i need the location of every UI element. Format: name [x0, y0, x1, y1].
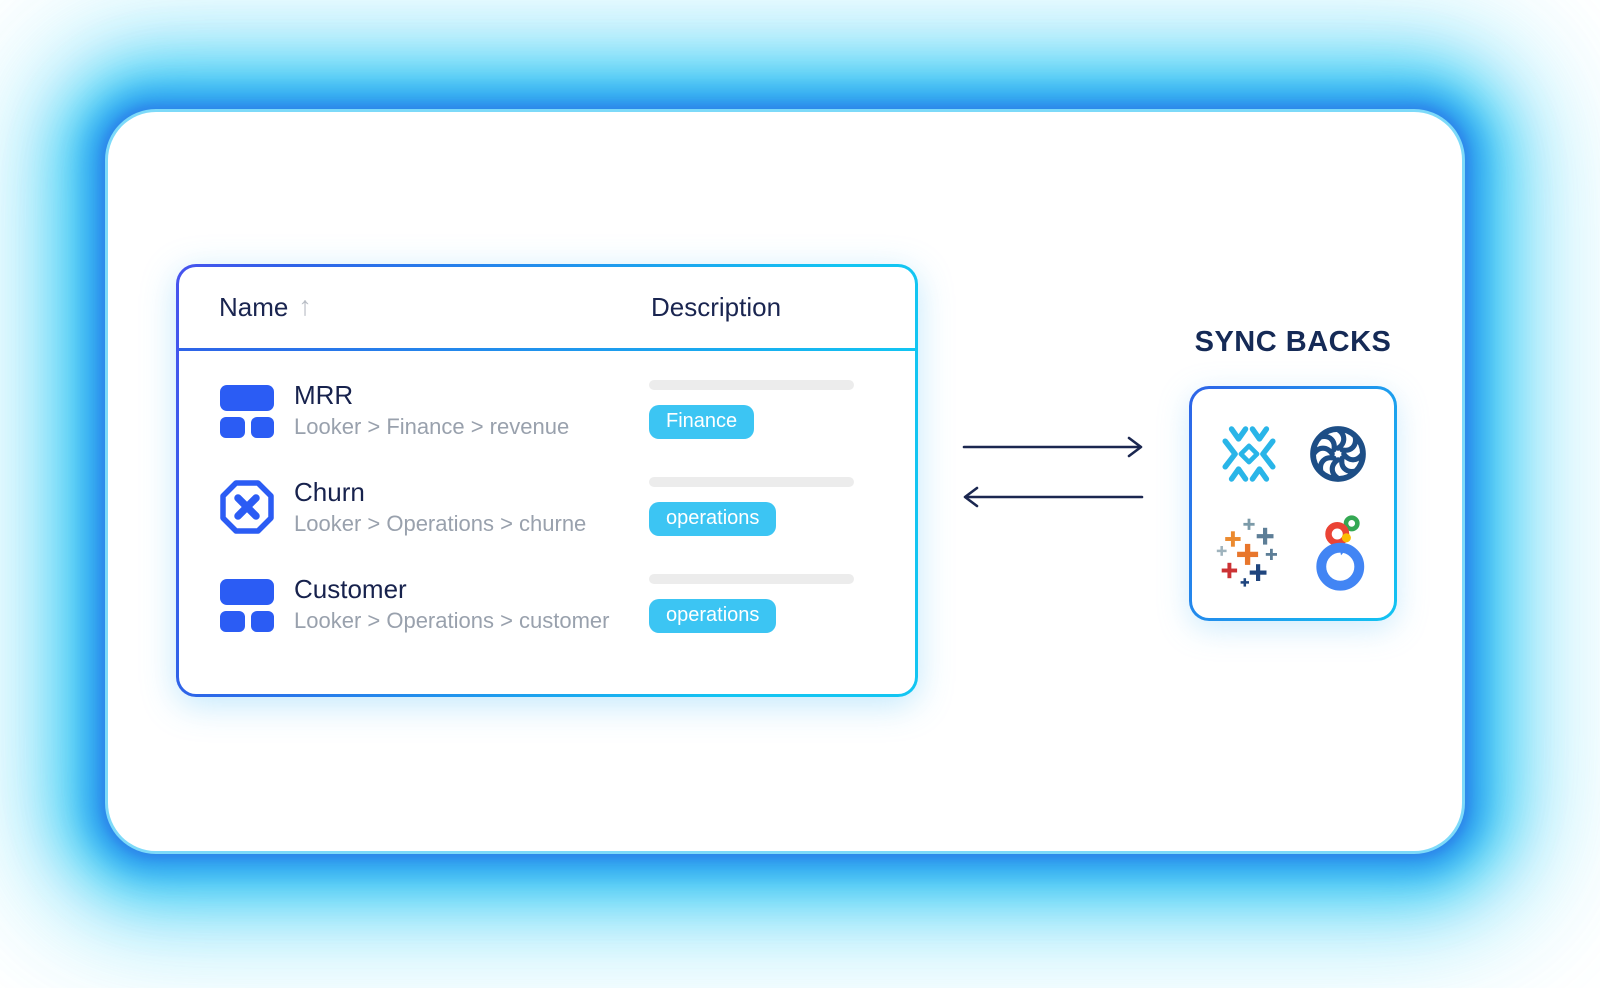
arrow-right-head: [1127, 436, 1143, 458]
description-skeleton-bar: [649, 574, 854, 584]
octagon-x-icon: [220, 479, 274, 534]
arrow-left-head: [963, 486, 979, 508]
row-texts: Churn Looker > Operations > churne: [294, 476, 586, 538]
metrics-table-inner: Name ↑ Description: [179, 267, 915, 694]
looker-logo-icon: [1315, 515, 1364, 591]
metric-title: Churn: [294, 476, 365, 507]
table-rows: MRR Looker > Finance > revenue Finance: [179, 351, 915, 652]
sync-backs-grid: [1192, 389, 1394, 618]
table-row[interactable]: MRR Looker > Finance > revenue Finance: [179, 361, 915, 458]
sort-ascending-icon[interactable]: ↑: [298, 291, 312, 321]
table-row[interactable]: Customer Looker > Operations > customer …: [179, 555, 915, 652]
row-name-cell: MRR Looker > Finance > revenue: [217, 379, 649, 441]
category-tag[interactable]: Finance: [649, 405, 755, 439]
dashboard-grid-icon: [220, 578, 274, 632]
category-tag[interactable]: operations: [649, 599, 777, 633]
metrics-table: Name ↑ Description: [176, 264, 918, 697]
column-header-name[interactable]: Name ↑: [219, 292, 651, 323]
metric-path: Looker > Operations > customer: [294, 608, 610, 634]
description-skeleton-bar: [649, 380, 854, 390]
row-texts: Customer Looker > Operations > customer: [294, 573, 610, 635]
sync-backs-title: SYNC BACKS: [1194, 326, 1392, 358]
snowflake-logo-icon: [1221, 426, 1276, 482]
main-card: Name ↑ Description: [108, 112, 1462, 851]
row-texts: MRR Looker > Finance > revenue: [294, 379, 569, 441]
metric-title: MRR: [294, 379, 354, 410]
table-header: Name ↑ Description: [179, 267, 915, 348]
row-description-cell: operations: [649, 574, 854, 633]
row-name-cell: Customer Looker > Operations > customer: [217, 573, 649, 635]
metric-path: Looker > Operations > churne: [294, 511, 587, 537]
sync-backs-panel: [1189, 386, 1397, 621]
column-header-description: Description: [651, 292, 782, 322]
row-description-cell: Finance: [649, 380, 854, 439]
category-tag[interactable]: operations: [649, 502, 777, 536]
table-row[interactable]: Churn Looker > Operations > churne opera…: [179, 458, 915, 555]
row-description-cell: operations: [649, 477, 854, 536]
sync-arrows: [962, 436, 1144, 508]
name-header-label: Name: [219, 292, 289, 322]
header-divider: [179, 348, 915, 351]
description-skeleton-bar: [649, 477, 854, 487]
metric-title: Customer: [294, 573, 407, 604]
metric-path: Looker > Finance > revenue: [294, 414, 570, 440]
dashboard-grid-icon: [220, 384, 274, 438]
tableau-logo-icon: [1216, 518, 1277, 587]
row-name-cell: Churn Looker > Operations > churne: [217, 476, 649, 538]
mode-swirl-logo-icon: [1309, 426, 1366, 483]
